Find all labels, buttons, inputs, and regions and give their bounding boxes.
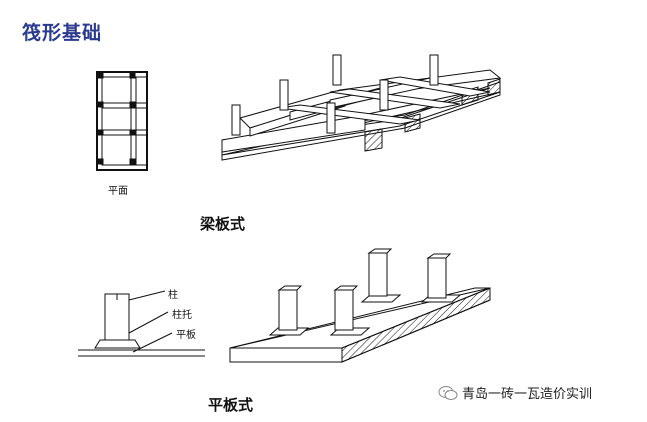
plan-label: 平面	[108, 186, 128, 197]
flat-slab-3d	[229, 248, 491, 363]
watermark: 青岛一砖一瓦造价实训	[438, 383, 592, 402]
column-cap-label: 柱托	[172, 310, 192, 321]
wechat-icon	[438, 385, 458, 400]
plan-view	[96, 71, 148, 171]
beam-slab-3d	[221, 54, 502, 161]
flat-slab-caption: 平板式	[208, 396, 254, 414]
flat-slab-section	[78, 290, 205, 357]
slab-label: 平板	[176, 330, 196, 341]
column-label: 柱	[168, 290, 178, 301]
beam-slab-caption: 梁板式	[200, 215, 246, 233]
page-title: 筏形基础	[22, 22, 103, 44]
watermark-text: 青岛一砖一瓦造价实训	[462, 387, 593, 402]
